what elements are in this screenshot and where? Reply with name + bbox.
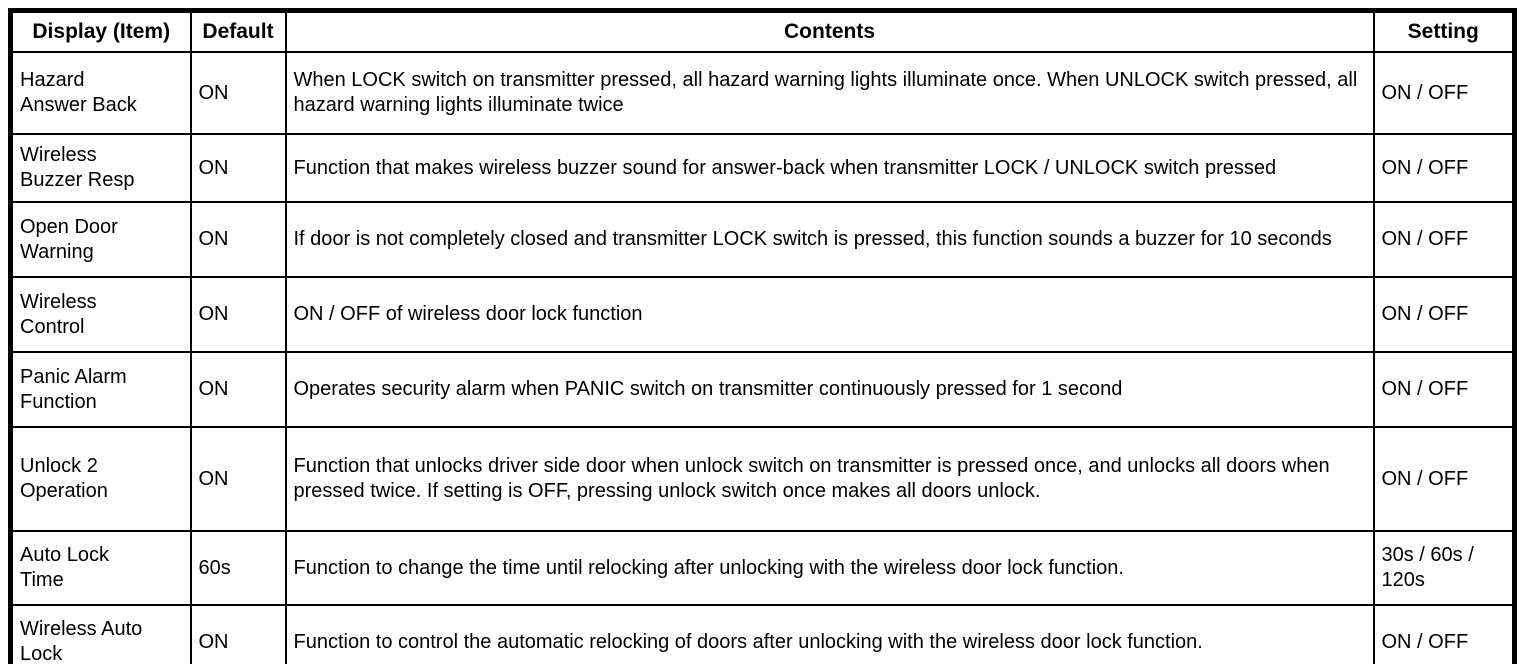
table-row-hazard-answer-back: Hazard Answer Back ON When LOCK switch o… [9, 51, 1516, 135]
setting-cell: ON / OFF [1372, 51, 1516, 135]
table-row-wireless-auto-lock: Wireless Auto Lock ON Function to contro… [9, 604, 1516, 664]
display-item-cell: Unlock 2 Operation [9, 426, 192, 532]
column-header-contents: Contents [284, 9, 1375, 53]
display-item-cell: Open Door Warning [9, 201, 192, 278]
default-cell: ON [189, 276, 287, 353]
setting-cell: ON / OFF [1372, 276, 1516, 353]
table-row-panic-alarm-function: Panic Alarm Function ON Operates securit… [9, 351, 1516, 428]
wireless-door-lock-settings-table: Display (Item) Default Contents Setting … [8, 8, 1517, 664]
default-cell: ON [189, 51, 287, 135]
header-row: Display (Item) Default Contents Setting [9, 9, 1516, 53]
default-cell: ON [189, 426, 287, 532]
contents-cell: Function to change the time until relock… [284, 530, 1375, 606]
column-header-display-item: Display (Item) [9, 9, 192, 53]
display-item-cell: Wireless Buzzer Resp [9, 133, 192, 203]
table-row-wireless-control: Wireless Control ON ON / OFF of wireless… [9, 276, 1516, 353]
default-cell: 60s [189, 530, 287, 606]
default-cell: ON [189, 604, 287, 664]
display-item-cell: Hazard Answer Back [9, 51, 192, 135]
setting-cell: ON / OFF [1372, 133, 1516, 203]
display-item-cell: Panic Alarm Function [9, 351, 192, 428]
default-cell: ON [189, 133, 287, 203]
setting-cell: 30s / 60s / 120s [1372, 530, 1516, 606]
display-item-cell: Wireless Auto Lock [9, 604, 192, 664]
contents-cell: If door is not completely closed and tra… [284, 201, 1375, 278]
setting-cell: ON / OFF [1372, 201, 1516, 278]
contents-cell: When LOCK switch on transmitter pressed,… [284, 51, 1375, 135]
contents-cell: ON / OFF of wireless door lock function [284, 276, 1375, 353]
table-row-unlock-2-operation: Unlock 2 Operation ON Function that unlo… [9, 426, 1516, 532]
contents-cell: Function to control the automatic relock… [284, 604, 1375, 664]
column-header-default: Default [189, 9, 287, 53]
column-header-setting: Setting [1372, 9, 1516, 53]
setting-cell: ON / OFF [1372, 604, 1516, 664]
default-cell: ON [189, 201, 287, 278]
contents-cell: Operates security alarm when PANIC switc… [284, 351, 1375, 428]
display-item-cell: Auto Lock Time [9, 530, 192, 606]
table-row-auto-lock-time: Auto Lock Time 60s Function to change th… [9, 530, 1516, 606]
table-row-open-door-warning: Open Door Warning ON If door is not comp… [9, 201, 1516, 278]
setting-cell: ON / OFF [1372, 351, 1516, 428]
table-row-wireless-buzzer-resp: Wireless Buzzer Resp ON Function that ma… [9, 133, 1516, 203]
setting-cell: ON / OFF [1372, 426, 1516, 532]
display-item-cell: Wireless Control [9, 276, 192, 353]
contents-cell: Function that makes wireless buzzer soun… [284, 133, 1375, 203]
contents-cell: Function that unlocks driver side door w… [284, 426, 1375, 532]
default-cell: ON [189, 351, 287, 428]
